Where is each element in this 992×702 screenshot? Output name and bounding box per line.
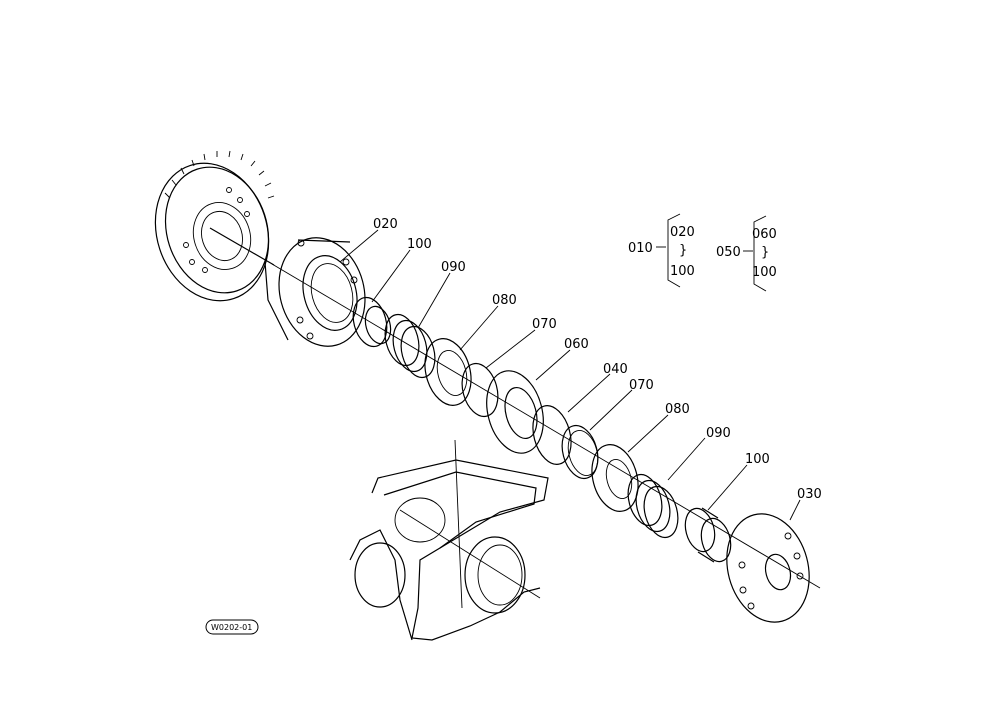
label-090-left: 090 [441,260,466,275]
label-020: 020 [373,217,398,232]
ring-right [561,424,599,480]
drawing-code-badge: W0202-01 [205,619,259,635]
assembly-legend-050: 050 060 } 100 [716,215,777,292]
legend-050-parent: 050 [716,245,741,260]
legend-010-to: 100 [670,264,695,279]
label-070-right: 070 [629,378,654,393]
assembly-axis [271,263,821,589]
cover-030 [726,513,810,623]
legend-010-from: 020 [670,225,695,240]
drawing-code: W0202-01 [211,623,252,632]
label-070-left: 070 [532,317,557,332]
ring-gear [154,150,275,302]
legend-050-to: 100 [752,265,777,280]
disc-left [424,338,472,406]
label-040: 040 [603,362,628,377]
transmission-housing [349,439,549,641]
bearing-right [684,507,732,563]
label-080-left: 080 [492,293,517,308]
label-080-right: 080 [665,402,690,417]
label-090-right: 090 [706,426,731,441]
legend-010-tilde: } [679,243,687,258]
legend-050-tilde: } [761,245,769,260]
ring-040 [532,405,572,465]
label-030: 030 [797,487,822,502]
label-100-right: 100 [745,452,770,467]
legend-010-parent: 010 [628,241,653,256]
legend-050-from: 060 [752,227,777,242]
spring-right [627,473,679,539]
leader-lines [339,229,801,521]
assembly-legend-010: 010 020 } 100 [628,213,695,288]
bearing-left [352,296,392,348]
differential-case [264,237,366,347]
label-060: 060 [564,337,589,352]
label-100-left: 100 [407,237,432,252]
spring-left [384,313,436,379]
gear-060 [486,370,544,454]
ring-left [461,362,499,418]
